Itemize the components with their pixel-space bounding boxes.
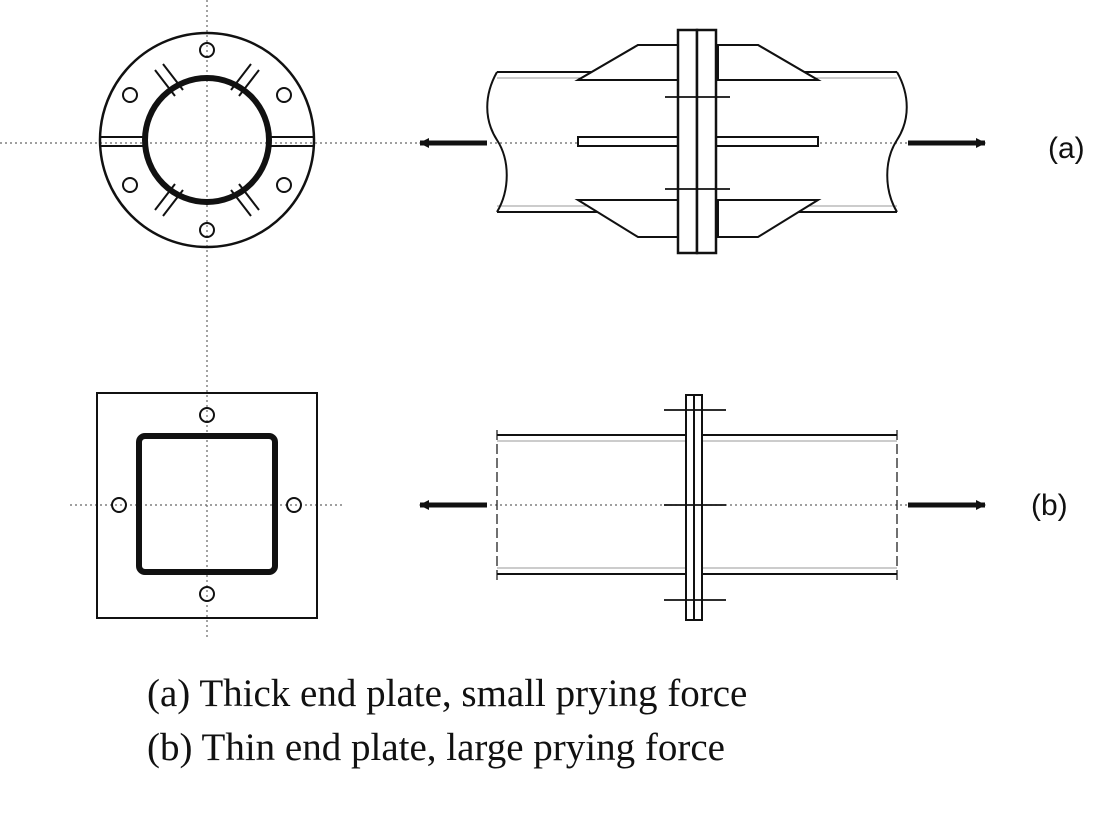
row-label-b: (b) [1031,489,1068,522]
tube-break-left [486,71,508,213]
force-arrows [419,138,986,510]
plate-bolt-holes [111,407,302,602]
end-plate-right [695,28,718,255]
circular-connection-side-view [486,28,908,255]
circular-flange-end-view [98,31,316,249]
bolts-b [664,409,726,601]
square-tube-section [136,433,278,575]
row-label-a: (a) [1048,132,1085,165]
caption-a: (a) Thick end plate, small prying force [147,672,748,715]
end-plate-left [676,28,699,255]
tube-break-right [886,71,908,213]
plate-outline [96,392,318,619]
thin-end-plate-right [693,394,703,621]
caption-b: (b) Thin end plate, large prying force [147,726,725,769]
bolts-a [665,96,730,190]
thin-end-plate-left [685,394,695,621]
square-plate-end-view [96,392,318,619]
square-connection-side-view [496,394,898,621]
tube-section [142,75,272,205]
flange-outer-edge [98,31,316,249]
flange-bolt-holes [122,42,292,238]
flange-stiffeners [101,63,313,217]
